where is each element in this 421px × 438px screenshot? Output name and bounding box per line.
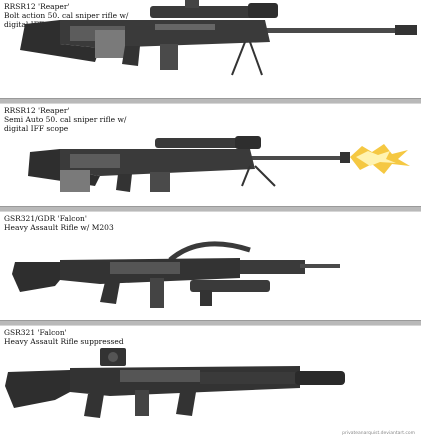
- bipod-leg: [249, 41, 263, 76]
- rifle-illustration: [5, 348, 345, 418]
- panel-falcon-suppressed: GSR321 'Falcon' Heavy Assault Rifle supp…: [0, 326, 421, 438]
- weapon-description-cont: digital IFF scope: [4, 124, 69, 133]
- artist-credit: privateanarquist.deviantart.com: [342, 431, 415, 436]
- barrel: [245, 156, 340, 160]
- weapon-description: Bolt action 50. cal sniper rifle w/: [4, 11, 129, 20]
- muzzle-flash-core: [356, 151, 396, 166]
- receiver-panel: [70, 154, 120, 168]
- weapon-title: GSR321 'Falcon': [4, 328, 67, 337]
- receiver-panel: [120, 370, 200, 382]
- magazine: [160, 44, 178, 70]
- rifle-illustration: [28, 136, 410, 192]
- muzzle-brake: [340, 152, 350, 163]
- suppressor: [295, 371, 345, 385]
- grip-panel: [60, 170, 90, 192]
- weapon-title: RRSR12 'Reaper': [4, 2, 70, 11]
- panel-divider: [0, 206, 421, 212]
- grip-panel: [95, 30, 125, 58]
- rifle-illustration: [12, 241, 340, 308]
- panel-falcon-m203: GSR321/GDR 'Falcon' Heavy Assault Rifle …: [0, 212, 421, 320]
- muzzle-brake: [395, 25, 417, 35]
- rifle-illustration: [20, 0, 417, 76]
- panel-divider: [0, 320, 421, 326]
- panel-reaper-semi: RRSR12 'Reaper' Semi Auto 50. cal sniper…: [0, 104, 421, 206]
- scope-objective: [248, 3, 278, 18]
- panel-divider: [0, 98, 421, 104]
- magazine: [150, 278, 164, 308]
- stock: [20, 20, 100, 62]
- scope-body: [155, 138, 245, 148]
- stock: [12, 262, 60, 292]
- bipod-leg: [231, 41, 246, 76]
- weapon-description: Heavy Assault Rifle suppressed: [4, 337, 124, 346]
- scope-turret: [185, 0, 199, 8]
- caption: RRSR12 'Reaper' Semi Auto 50. cal sniper…: [4, 106, 126, 133]
- pistol-grip: [116, 174, 132, 192]
- barrel: [260, 28, 410, 33]
- sight-lens: [108, 352, 118, 362]
- vertical-foregrip: [176, 392, 196, 416]
- caption: GSR321 'Falcon' Heavy Assault Rifle supp…: [4, 328, 124, 346]
- weapon-description: Heavy Assault Rifle w/ M203: [4, 223, 114, 232]
- weapon-description: Semi Auto 50. cal sniper rifle w/: [4, 115, 127, 124]
- panel-reaper-bolt: RRSR12 'Reaper' Bolt action 50. cal snip…: [0, 0, 421, 98]
- handguard: [230, 260, 305, 274]
- weapon-title: GSR321/GDR 'Falcon': [4, 214, 87, 223]
- weapon-title: RRSR12 'Reaper': [4, 106, 70, 115]
- handguard: [200, 372, 295, 384]
- grenade-launcher: [190, 280, 270, 292]
- caption: GSR321/GDR 'Falcon' Heavy Assault Rifle …: [4, 214, 114, 232]
- receiver-panel: [110, 262, 180, 274]
- carry-handle: [168, 241, 251, 262]
- pistol-grip: [84, 394, 104, 418]
- pistol-grip: [122, 46, 140, 66]
- launcher-grip: [200, 290, 212, 306]
- scope-objective: [235, 136, 261, 149]
- scope-body: [150, 6, 260, 18]
- magazine: [135, 390, 149, 416]
- bipod-leg: [241, 165, 251, 187]
- bolt-rail: [155, 24, 215, 30]
- barrel: [300, 264, 340, 268]
- magazine: [150, 172, 170, 192]
- stock: [5, 370, 70, 408]
- bipod-leg: [254, 165, 276, 187]
- pistol-grip: [100, 282, 120, 304]
